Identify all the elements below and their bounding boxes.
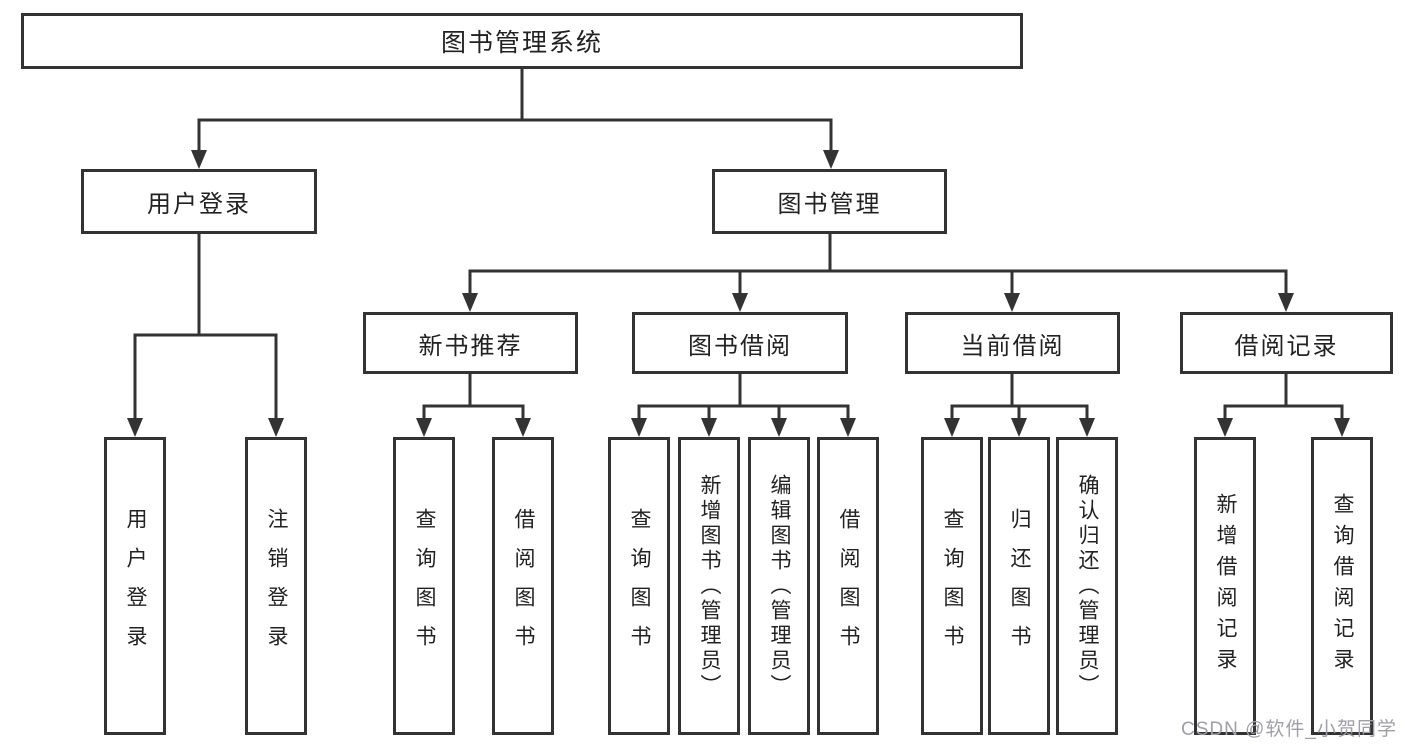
leaf-query-borrow-record: 查询借阅记录 (1311, 437, 1373, 735)
node-library-management-system: 图书管理系统 (21, 13, 1023, 69)
leaf-query-books-current: 查询图书 (921, 437, 983, 735)
connector-root-to-level2 (191, 69, 839, 169)
node-current-borrow: 当前借阅 (905, 312, 1120, 374)
connector-user-login-to-leaves (127, 234, 284, 437)
connector-current-borrow-to-leaves (944, 374, 1095, 437)
csdn-watermark: CSDN @软件_小贺同学 (1181, 719, 1397, 740)
leaf-add-book-admin: 新增图书（管理员） (678, 437, 740, 735)
connector-new-book-recommend-to-leaves (416, 374, 531, 437)
leaf-edit-book-admin: 编辑图书（管理员） (748, 437, 810, 735)
node-user-login: 用户登录 (81, 169, 317, 234)
node-book-borrow: 图书借阅 (632, 312, 848, 374)
leaf-query-books-recommend: 查询图书 (393, 437, 455, 735)
leaf-borrow-books: 借阅图书 (817, 437, 879, 735)
node-new-book-recommend: 新书推荐 (363, 312, 578, 374)
leaf-add-borrow-record: 新增借阅记录 (1194, 437, 1256, 735)
connector-borrow-record-to-leaves (1217, 374, 1350, 437)
leaf-confirm-return-admin: 确认归还（管理员） (1056, 437, 1118, 735)
leaf-query-books-borrow: 查询图书 (608, 437, 670, 735)
leaf-user-login: 用户登录 (104, 437, 166, 735)
node-book-management: 图书管理 (712, 169, 947, 234)
connector-book-management-to-level3 (462, 234, 1294, 312)
leaf-logout: 注销登录 (245, 437, 307, 735)
leaf-borrow-books-recommend: 借阅图书 (492, 437, 554, 735)
node-borrow-record: 借阅记录 (1180, 312, 1393, 374)
connector-book-borrow-to-leaves (631, 374, 856, 437)
leaf-return-book: 归还图书 (988, 437, 1050, 735)
